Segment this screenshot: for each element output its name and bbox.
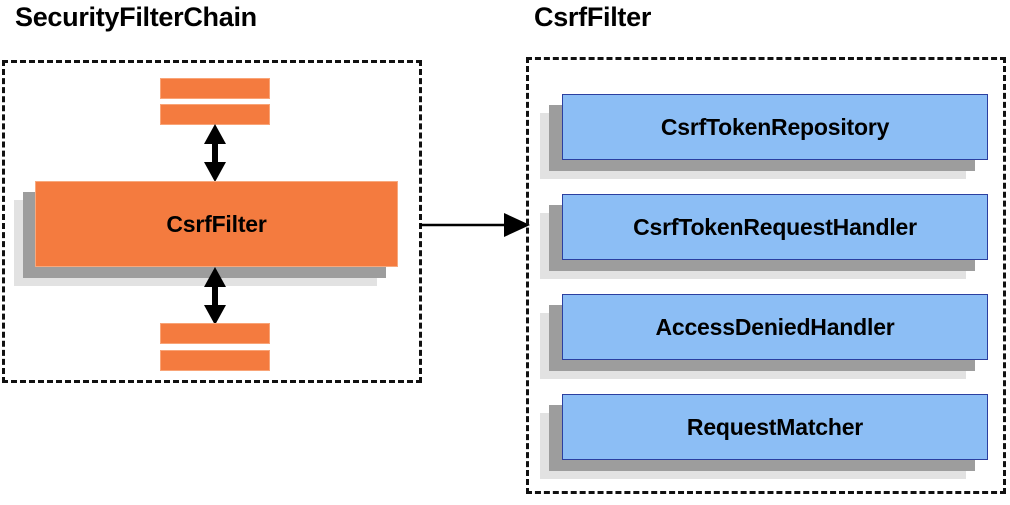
node-face: CsrfTokenRequestHandler (562, 194, 988, 260)
node-csrf-token-repository[interactable]: CsrfTokenRepository (540, 94, 988, 179)
node-label-csrf-token-request-handler: CsrfTokenRequestHandler (633, 213, 917, 240)
chain-bar-below-2 (160, 350, 270, 371)
node-face: CsrfFilter (35, 181, 398, 267)
node-csrf-token-request-handler[interactable]: CsrfTokenRequestHandler (540, 194, 988, 279)
node-request-matcher[interactable]: RequestMatcher (540, 394, 988, 479)
double-arrow-below-icon (204, 267, 226, 325)
node-label-csrf-token-repository: CsrfTokenRepository (660, 113, 890, 140)
node-label-csrf-filter: CsrfFilter (166, 210, 267, 237)
csrffilter-expansion-arrow-icon (420, 213, 530, 237)
node-csrf-filter[interactable]: CsrfFilter (14, 181, 398, 286)
chain-bar-above-1 (160, 78, 270, 99)
node-label-request-matcher: RequestMatcher (686, 413, 864, 440)
group-box-security-filter-chain (2, 60, 422, 383)
chain-bar-above-2 (160, 104, 270, 125)
node-face: RequestMatcher (562, 394, 988, 460)
group-box-csrf-filter (526, 57, 1006, 494)
page-title-security-filter-chain: SecurityFilterChain (15, 2, 257, 32)
chain-bar-below-1 (160, 323, 270, 344)
node-face: CsrfTokenRepository (562, 94, 988, 160)
page-title-csrf-filter: CsrfFilter (534, 2, 652, 32)
node-face: AccessDeniedHandler (562, 294, 988, 360)
double-arrow-above-icon (204, 124, 226, 182)
node-access-denied-handler[interactable]: AccessDeniedHandler (540, 294, 988, 379)
node-label-access-denied-handler: AccessDeniedHandler (655, 313, 895, 340)
